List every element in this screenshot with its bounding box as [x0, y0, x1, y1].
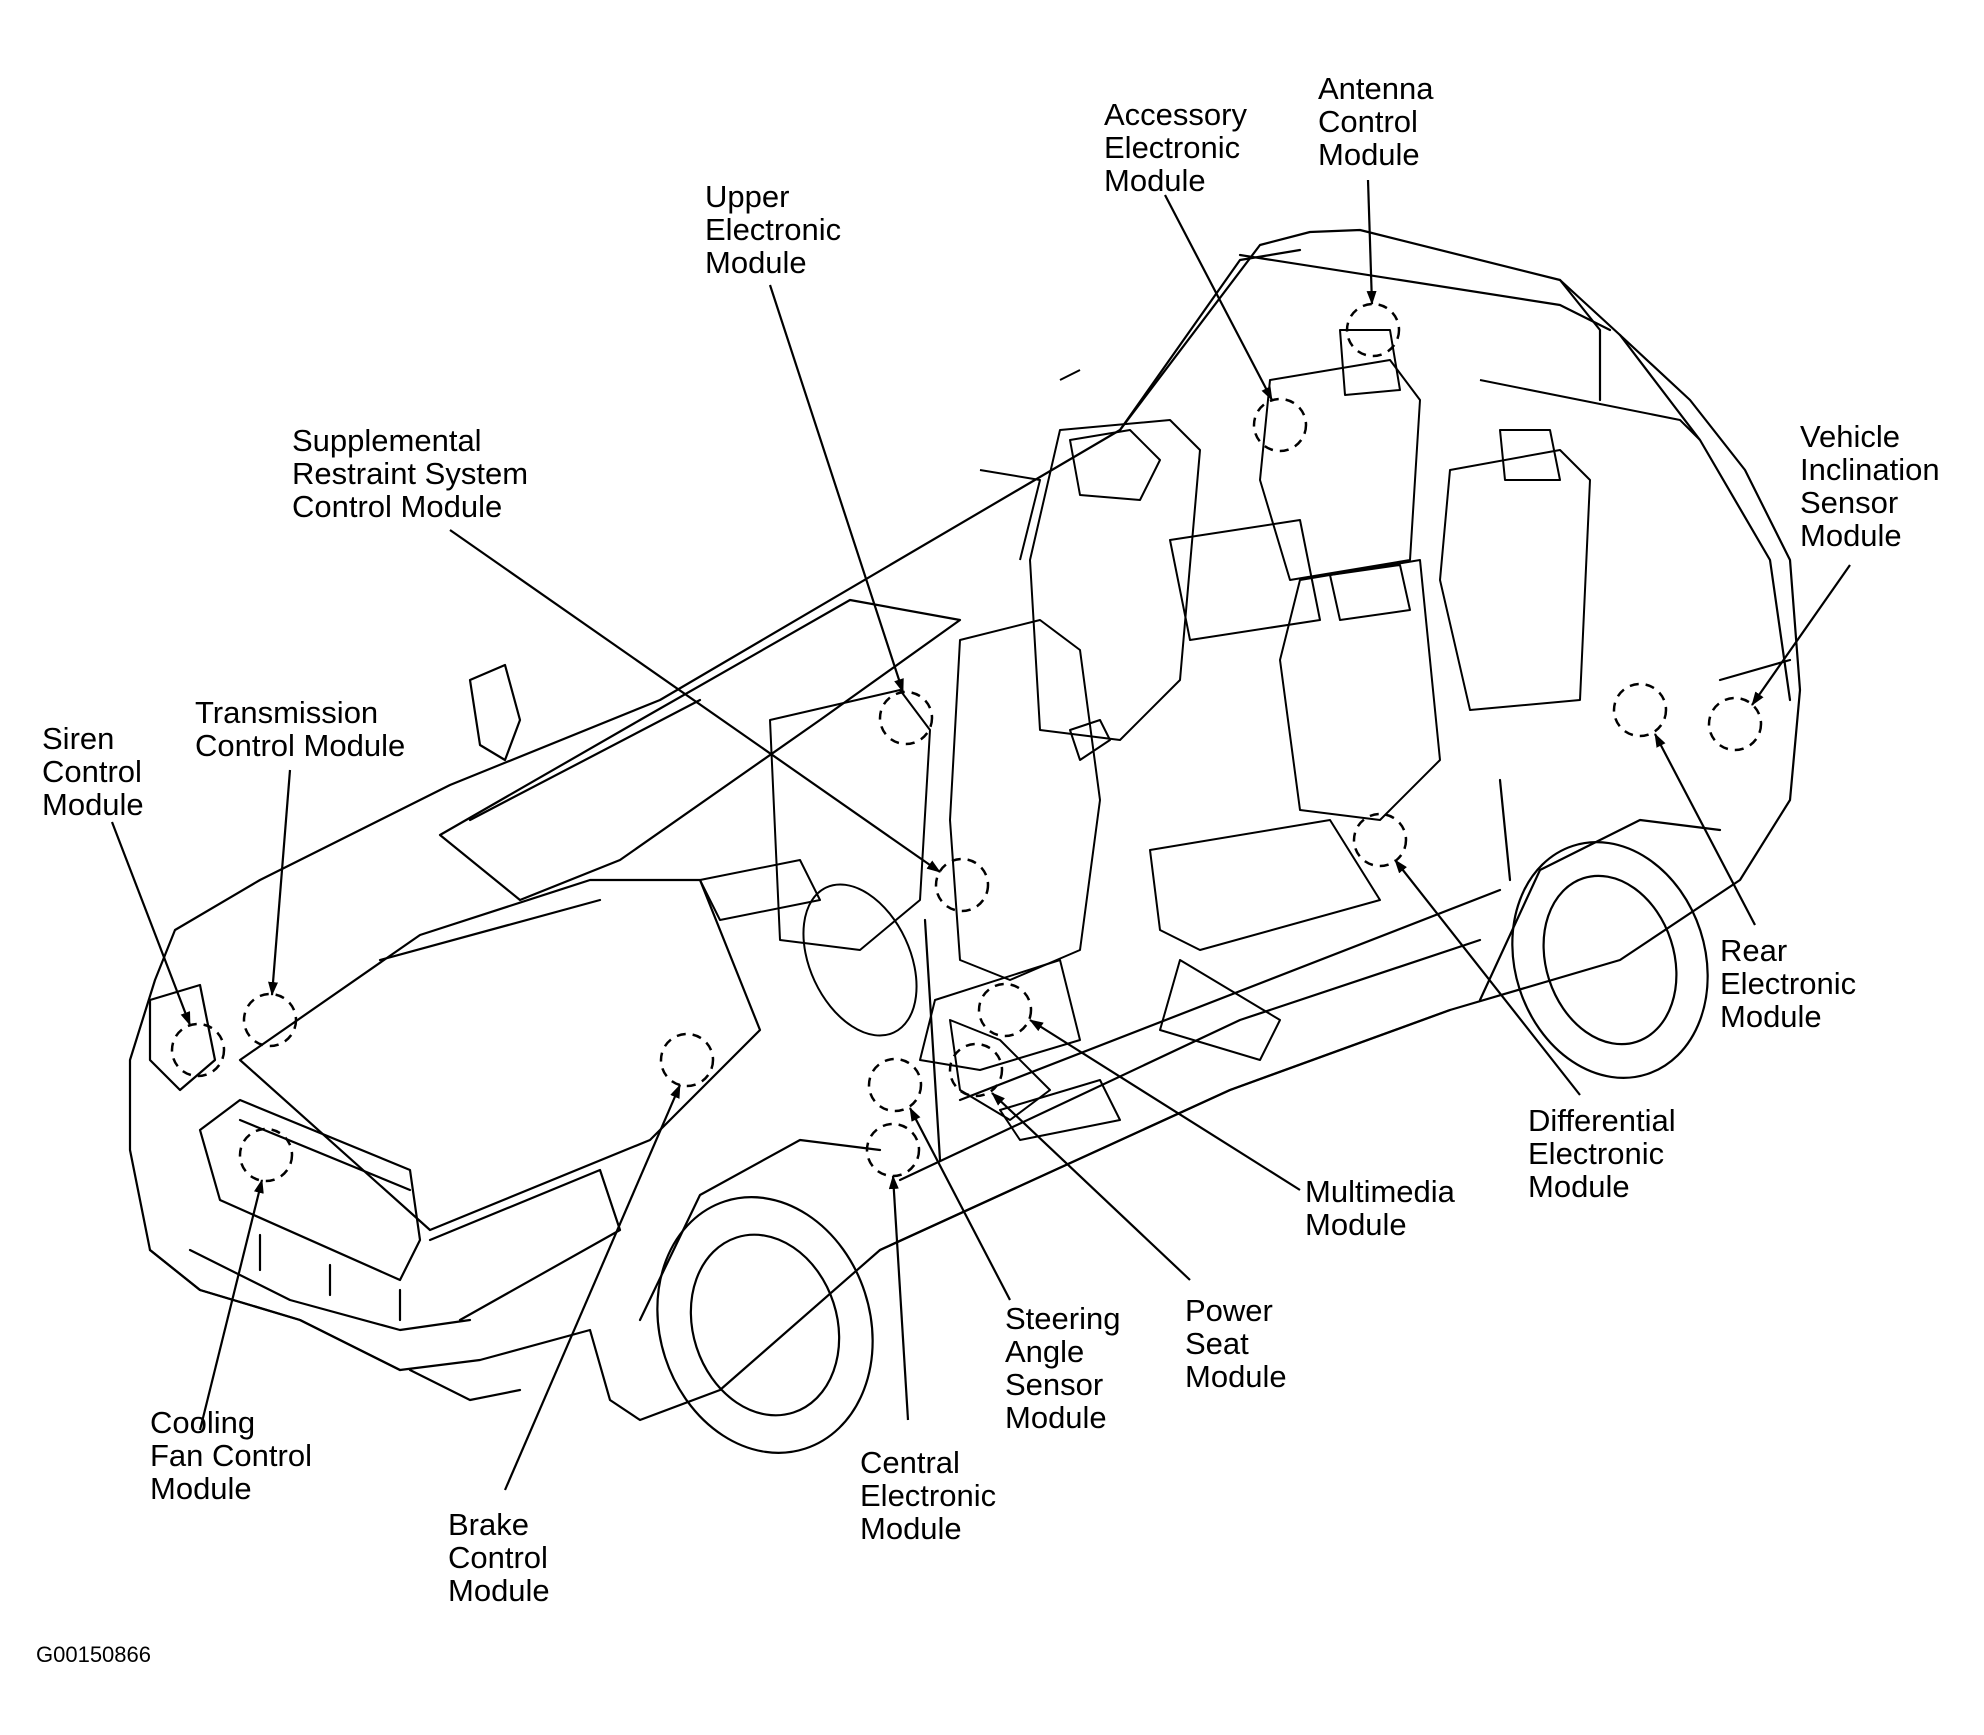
multimedia-module-label: Multimedia Module	[1305, 1174, 1455, 1242]
inclination-location-circle	[1707, 696, 1763, 752]
srs-location-circle	[934, 857, 990, 913]
rear-location-circle	[1612, 682, 1668, 738]
steering-angle-sensor-module-label: Steering Angle Sensor Module	[1005, 1301, 1121, 1435]
leader-arrows	[110, 179, 1851, 1491]
figure-code: G00150866	[36, 1642, 151, 1667]
transmission-control-module-label: Transmission Control Module	[195, 695, 406, 763]
vehicle-inclination-sensor-module-label: Vehicle Inclination Sensor Module	[1800, 419, 1940, 553]
power-seat-location-circle	[948, 1042, 1004, 1098]
upper-electronic-module-label: Upper Electronic Module	[705, 179, 842, 280]
vehicle-body-outline	[128, 228, 1802, 1454]
interior-seats	[699, 329, 1701, 1141]
siren-location-circle	[170, 1022, 226, 1078]
upper-location-circle	[878, 690, 934, 746]
rear-electronic-module-label: Rear Electronic Module	[1720, 933, 1857, 1034]
differential-electronic-module-label: Differential Electronic Module	[1528, 1103, 1676, 1204]
antenna-location-circle	[1345, 302, 1401, 358]
module-location-circles	[170, 302, 1763, 1183]
central-electronic-module-label: Central Electronic Module	[860, 1445, 997, 1546]
brake-control-module-label: Brake Control Module	[448, 1507, 550, 1608]
accessory-location-circle	[1252, 397, 1308, 453]
brake-location-circle	[659, 1032, 715, 1088]
cooling-location-circle	[238, 1127, 294, 1183]
cooling-fan-control-module-label: Cooling Fan Control Module	[150, 1405, 312, 1506]
antenna-control-module-label: Antenna Control Module	[1318, 71, 1434, 172]
siren-control-module-label: Siren Control Module	[42, 721, 144, 822]
power-seat-module-label: Power Seat Module	[1185, 1293, 1287, 1394]
differential-location-circle	[1352, 812, 1408, 868]
multimedia-location-circle	[977, 982, 1033, 1038]
srs-control-module-label: Supplemental Restraint System Control Mo…	[292, 423, 529, 524]
steering-location-circle	[867, 1057, 923, 1113]
accessory-electronic-module-label: Accessory Electronic Module	[1104, 97, 1247, 198]
transmission-location-circle	[242, 992, 298, 1048]
